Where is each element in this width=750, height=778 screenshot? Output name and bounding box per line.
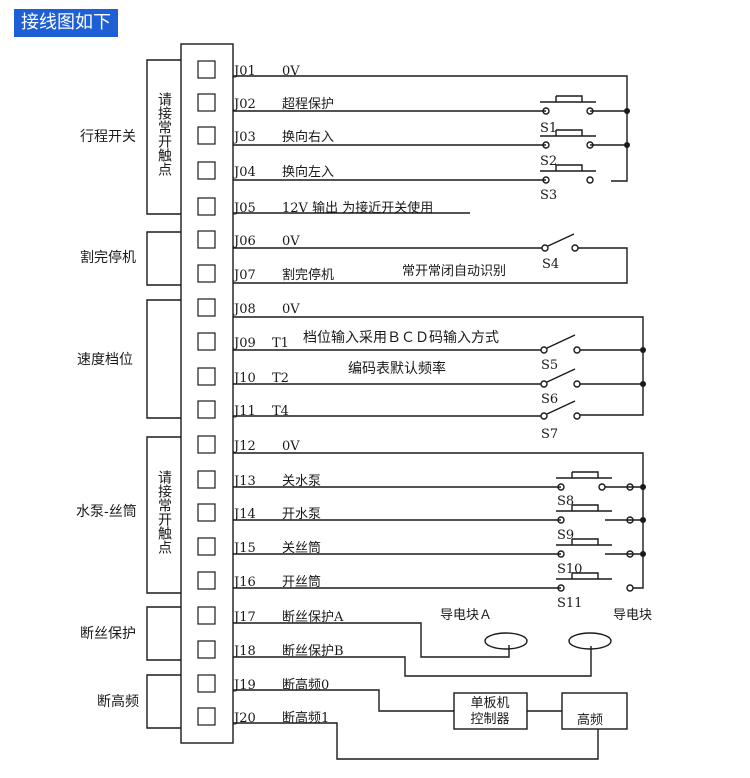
terminal-box (197, 470, 216, 489)
controller-box (453, 692, 528, 730)
terminal-id: J17 (232, 610, 256, 625)
terminal-box (197, 400, 216, 419)
controller-label: 单板机 (470, 696, 509, 711)
terminal-id: J04 (232, 165, 256, 180)
terminal-id: J19 (232, 678, 256, 693)
terminal-box (197, 571, 216, 590)
terminal-label: T1 (272, 336, 289, 351)
terminal-id: J20 (232, 711, 256, 726)
terminal-id: J12 (232, 439, 256, 454)
terminal-label: 开水泵 (282, 507, 321, 522)
switch-label: S2 (540, 154, 557, 169)
group-bracket (146, 299, 181, 419)
switch-label: S7 (541, 427, 558, 442)
terminal-box (197, 606, 216, 625)
terminal-id: J16 (232, 575, 256, 590)
terminal-id: J15 (232, 541, 256, 556)
terminal-label: 超程保护 (282, 97, 334, 112)
group-bracket (146, 59, 181, 215)
switch-label: S4 (542, 257, 559, 272)
controller-label-line2: 控制器 (470, 712, 509, 727)
terminal-id: J10 (232, 371, 256, 386)
terminal-label: 0V (282, 64, 300, 79)
page-title: 接线图如下 (14, 9, 118, 37)
terminal-label: 关水泵 (282, 474, 321, 489)
terminal-box (197, 264, 216, 283)
terminal-box (197, 298, 216, 317)
terminal-id: J06 (232, 234, 256, 249)
terminal-id: J07 (232, 268, 256, 283)
terminal-label: 0V (282, 302, 300, 317)
hf-label: 高频 (577, 712, 603, 728)
auto-detect-note: 常开常闭自动识别 (402, 264, 506, 279)
terminal-box (197, 93, 216, 112)
block-b-label: 导电块 (613, 608, 652, 623)
group-bracket (146, 674, 181, 729)
terminal-box (197, 197, 216, 216)
switch-label: S3 (540, 188, 557, 203)
group-note: 请接常开触点 (156, 92, 172, 176)
terminal-label: 开丝筒 (282, 574, 321, 590)
group-label: 割完停机 (80, 249, 136, 266)
terminal-box (197, 707, 216, 726)
terminal-box (197, 230, 216, 249)
terminal-strip (180, 43, 234, 744)
terminal-id: J02 (232, 97, 256, 112)
switch-label: S11 (557, 596, 582, 611)
group-label: 行程开关 (80, 129, 136, 145)
terminal-label: 换向左入 (282, 164, 334, 180)
terminal-box (197, 161, 216, 180)
switch-label: S10 (557, 562, 582, 577)
terminal-id: J14 (232, 507, 256, 522)
terminal-id: J13 (232, 474, 256, 489)
terminal-label: 断高频0 (282, 677, 329, 693)
switch-label: S6 (541, 392, 558, 407)
group-bracket (146, 606, 181, 661)
terminal-box (197, 435, 216, 454)
terminal-label: 0V (282, 439, 300, 454)
switch-label: S1 (540, 121, 557, 136)
terminal-label: 换向右入 (282, 129, 334, 145)
group-note: 请接常开触点 (156, 470, 172, 554)
terminal-box (197, 503, 216, 522)
terminal-id: J01 (232, 64, 256, 79)
group-label: 断高频 (97, 693, 139, 710)
terminal-label: T4 (272, 404, 289, 419)
terminal-label: 12V 输出 为接近开关使用 (282, 200, 433, 216)
terminal-label: 断高频1 (282, 710, 329, 726)
switch-label: S5 (541, 358, 558, 373)
terminal-label: 断丝保护B (282, 644, 344, 659)
terminal-box (197, 126, 216, 145)
group-label: 速度档位 (77, 352, 133, 368)
terminal-id: J11 (232, 404, 256, 419)
terminal-label: 0V (282, 234, 300, 249)
terminal-id: J05 (232, 201, 256, 216)
hf-box (561, 692, 628, 730)
terminal-box (197, 674, 216, 693)
terminal-id: J18 (232, 644, 256, 659)
bcd-note: 档位输入采用ＢＣＤ码输入方式 (303, 330, 499, 346)
terminal-box (197, 640, 216, 659)
encoding-note: 编码表默认频率 (348, 360, 446, 377)
switch-label: S8 (557, 494, 574, 509)
terminal-id: J08 (232, 302, 256, 317)
terminal-label: 关丝筒 (282, 540, 321, 556)
group-bracket (146, 231, 181, 286)
terminal-box (197, 367, 216, 386)
terminal-id: J03 (232, 130, 256, 145)
group-label: 断丝保护 (80, 626, 136, 642)
block-a-label: 导电块Ａ (440, 608, 492, 623)
terminal-label: 割完停机 (282, 267, 334, 283)
group-label: 水泵-丝筒 (76, 503, 137, 520)
terminal-box (197, 332, 216, 351)
terminal-label: 断丝保护A (282, 610, 344, 625)
terminal-id: J09 (232, 336, 256, 351)
terminal-box (197, 537, 216, 556)
group-bracket (146, 436, 181, 594)
terminal-label: T2 (272, 371, 289, 386)
terminal-box (197, 60, 216, 79)
switch-label: S9 (557, 528, 574, 543)
